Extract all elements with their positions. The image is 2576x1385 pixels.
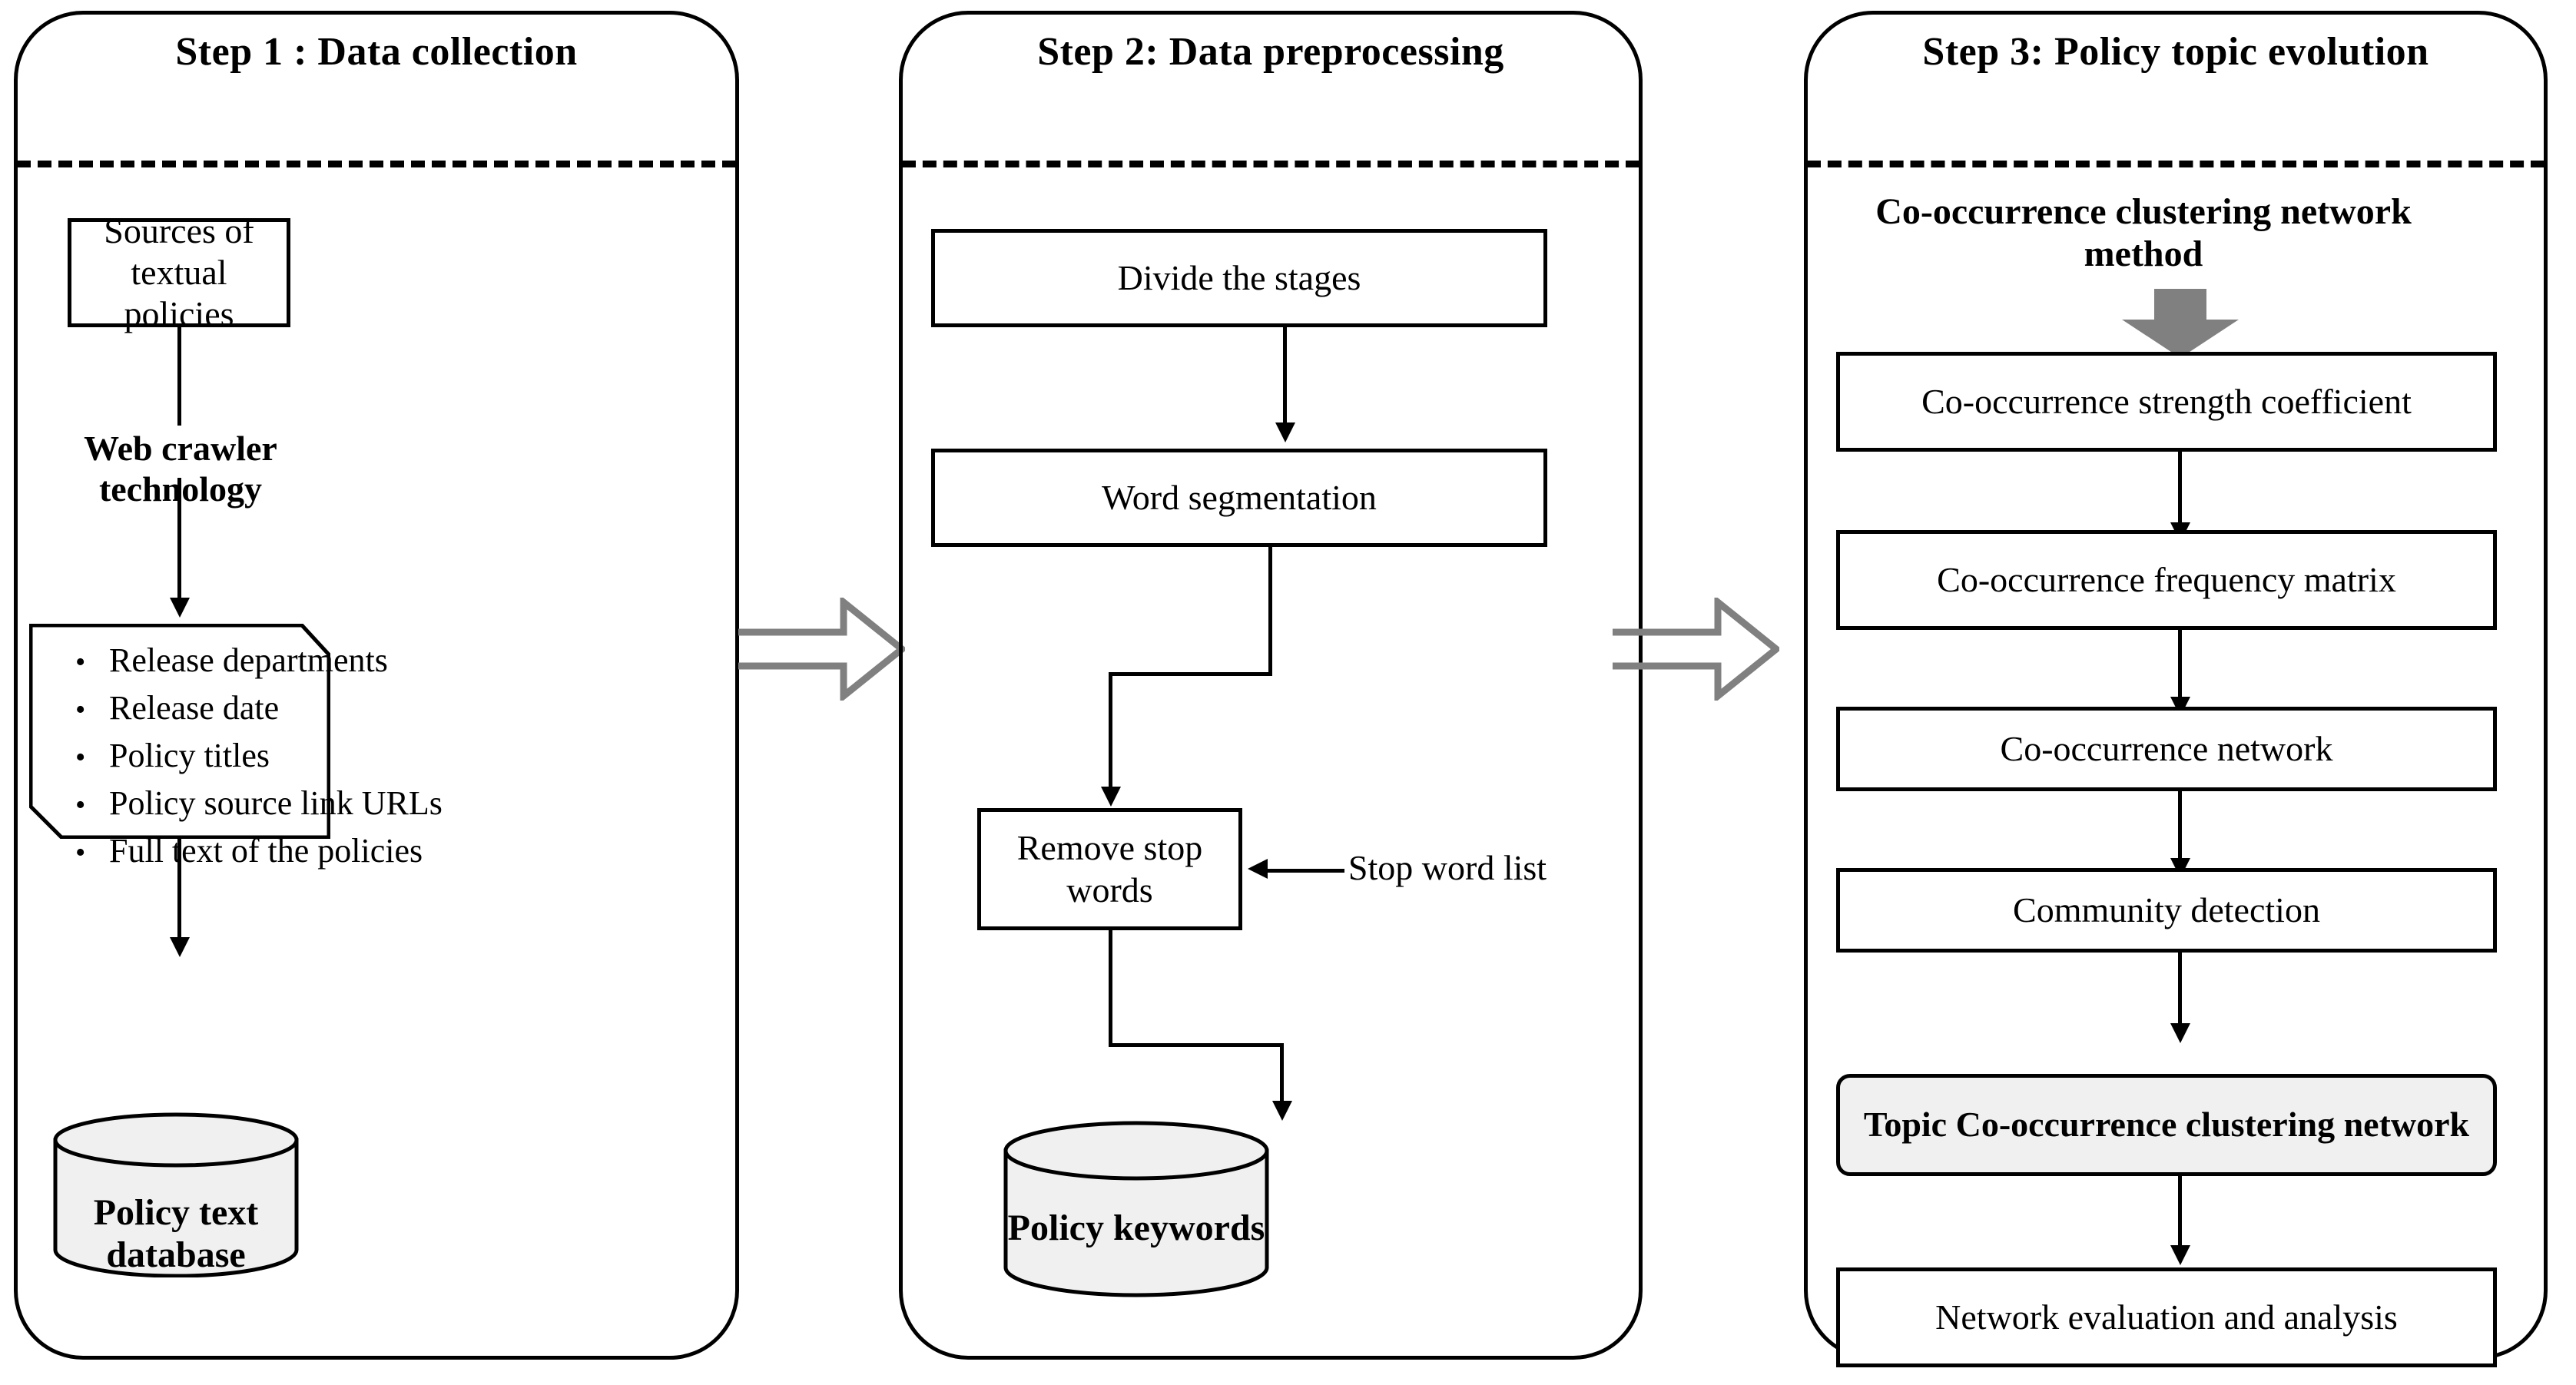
list-item: • Policy titles <box>75 739 443 787</box>
remove-stop-words-label: Remove stop words <box>1016 828 1203 910</box>
panel-step-2 <box>899 11 1643 1360</box>
block-arrow-right-icon <box>738 595 908 704</box>
list-item: • Release departments <box>75 644 443 691</box>
sources-box-label: Sources of textual policies <box>104 210 254 334</box>
arrowhead-topic-to-evaluation <box>2170 1245 2190 1265</box>
connector-remove-right <box>1109 1043 1284 1047</box>
co-occurrence-frequency-matrix-box[interactable]: Co-occurrence frequency matrix <box>1836 530 2497 630</box>
arrowhead-community-to-topic <box>2170 1023 2190 1043</box>
list-item: • Policy source link URLs <box>75 787 443 834</box>
bullet-icon: • <box>75 694 86 726</box>
connector-items-to-database <box>177 839 181 939</box>
connector-topic-to-evaluation <box>2178 1176 2182 1247</box>
panel-step-1 <box>14 11 739 1360</box>
panel-connector-arrow-2 <box>1610 595 1782 704</box>
co-occurrence-strength-coefficient-label: Co-occurrence strength coefficient <box>1921 381 2412 421</box>
co-occurrence-clustering-network-method-label: Co-occurrence clustering network method <box>1875 191 2412 275</box>
list-item-label: Policy source link URLs <box>109 784 443 822</box>
arrowhead-remove-to-keywords <box>1272 1101 1292 1121</box>
database-cylinder-shape <box>1003 1121 1269 1297</box>
list-item: • Release date <box>75 691 443 739</box>
community-detection-label: Community detection <box>2013 890 2320 929</box>
panel-2-title: Step 2: Data preprocessing <box>1037 30 1504 74</box>
block-arrow-down-icon <box>2122 289 2239 358</box>
topic-co-occurrence-clustering-network-box[interactable]: Topic Co-occurrence clustering network <box>1836 1074 2497 1176</box>
panel-3-title: Step 3: Policy topic evolution <box>1922 30 2429 74</box>
connector-stopword-to-remove <box>1268 869 1344 873</box>
community-detection-box[interactable]: Community detection <box>1836 868 2497 953</box>
list-item-label: Release date <box>109 689 280 727</box>
topic-co-occurrence-clustering-network-label: Topic Co-occurrence clustering network <box>1863 1105 2470 1145</box>
connector-seg-left <box>1109 672 1272 676</box>
connector-remove-down-1 <box>1109 930 1112 1045</box>
arrowhead-divide-to-segmentation <box>1275 422 1295 442</box>
word-segmentation-label: Word segmentation <box>1102 477 1377 517</box>
co-occurrence-frequency-matrix-label: Co-occurrence frequency matrix <box>1937 559 2396 599</box>
co-occurrence-strength-coefficient-box[interactable]: Co-occurrence strength coefficient <box>1836 352 2497 452</box>
connector-crawler-to-items <box>177 478 181 599</box>
collected-fields-box[interactable]: • Release departments • Release date • Poli… <box>29 624 443 868</box>
panel-connector-arrow-1 <box>736 595 908 704</box>
panel-1-title: Step 1 : Data collection <box>175 30 578 74</box>
policy-keywords-cylinder[interactable]: Policy keywords <box>1003 1120 1270 1298</box>
bullet-icon: • <box>75 741 86 774</box>
list-item-label: Release departments <box>109 641 388 679</box>
divide-the-stages-label: Divide the stages <box>1117 257 1361 297</box>
collected-fields-list: • Release departments • Release date • Poli… <box>75 644 443 882</box>
co-occurrence-network-box[interactable]: Co-occurrence network <box>1836 707 2497 791</box>
list-item-label: Full text of the policies <box>109 832 423 870</box>
connector-seg-down-2 <box>1109 672 1112 789</box>
connector-matrix-to-network <box>2178 630 2182 699</box>
block-arrow-right-icon <box>1613 595 1782 704</box>
connector-network-to-community <box>2178 791 2182 860</box>
method-to-first-step-arrow <box>2119 289 2242 360</box>
arrowhead-items-to-database <box>170 937 190 957</box>
connector-community-to-topic <box>2178 953 2182 1025</box>
word-segmentation-box[interactable]: Word segmentation <box>931 449 1547 547</box>
remove-stop-words-box[interactable]: Remove stop words <box>977 808 1242 930</box>
arrowhead-seg-to-remove-stop <box>1101 787 1121 807</box>
network-evaluation-and-analysis-label: Network evaluation and analysis <box>1935 1297 2398 1337</box>
co-occurrence-network-label: Co-occurrence network <box>2000 728 2333 768</box>
database-cylinder-shape <box>53 1112 299 1277</box>
connector-seg-down-1 <box>1268 547 1272 674</box>
bullet-icon: • <box>75 837 86 869</box>
panel-3-divider <box>1807 161 2545 167</box>
connector-divide-to-segmentation <box>1283 327 1287 424</box>
list-item-label: Policy titles <box>109 737 270 774</box>
bullet-icon: • <box>75 646 86 678</box>
stop-word-list-label: Stop word list <box>1348 848 1547 887</box>
collected-fields-box-outline <box>29 624 330 839</box>
panel-1-divider <box>17 161 736 167</box>
connector-sources-to-crawler <box>177 327 181 426</box>
bullet-icon: • <box>75 789 86 821</box>
list-item: • Full text of the policies <box>75 834 443 882</box>
divide-the-stages-box[interactable]: Divide the stages <box>931 229 1547 327</box>
panel-2-divider <box>902 161 1639 167</box>
network-evaluation-and-analysis-box[interactable]: Network evaluation and analysis <box>1836 1267 2497 1367</box>
arrowhead-crawler-to-items <box>170 598 190 618</box>
arrowhead-stopword-to-remove <box>1248 859 1268 879</box>
sources-of-textual-policies-box[interactable]: Sources of textual policies <box>68 211 290 333</box>
connector-strength-to-matrix <box>2178 452 2182 525</box>
policy-text-database-cylinder[interactable]: Policy text database <box>52 1112 300 1277</box>
connector-remove-down-2 <box>1280 1043 1284 1103</box>
